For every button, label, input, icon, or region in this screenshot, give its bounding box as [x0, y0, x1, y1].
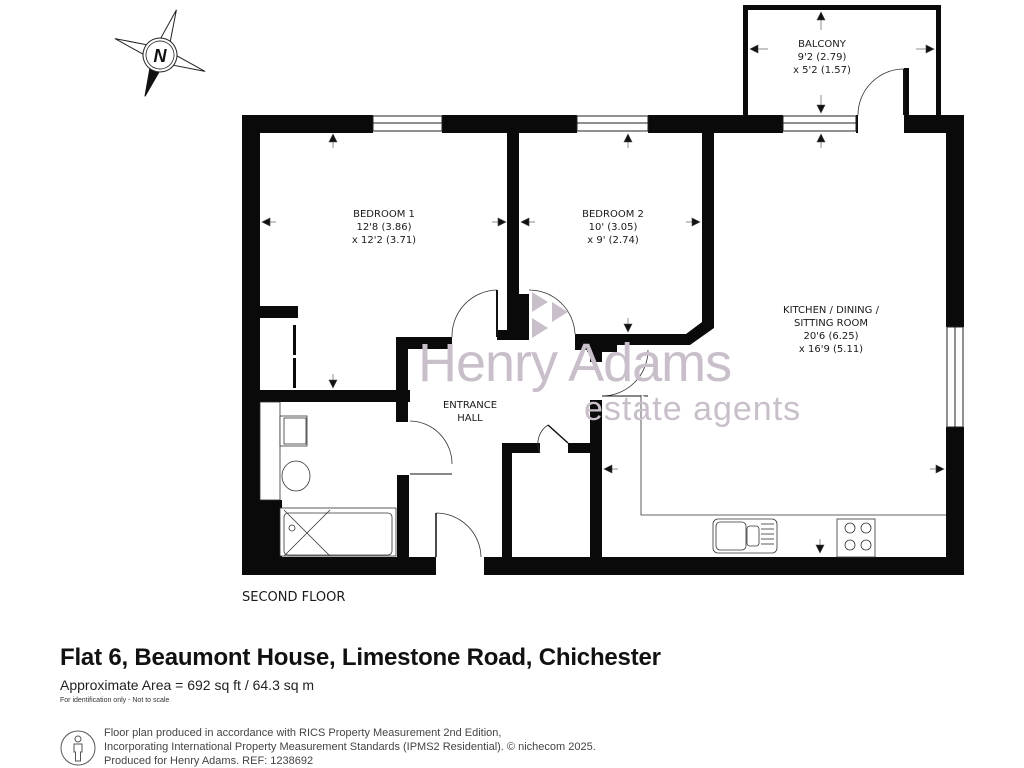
room-dim-2: x 9' (2.74)	[587, 235, 639, 246]
room-name-line-1: KITCHEN / DINING /	[783, 305, 879, 316]
compass-rose-icon	[114, 9, 206, 97]
bathroom-fixtures	[259, 401, 397, 557]
room-label-bedroom-1: BEDROOM 1 12'8 (3.86) x 12'2 (3.71)	[334, 208, 434, 247]
property-title: Flat 6, Beaumont House, Limestone Road, …	[60, 644, 661, 671]
room-label-entrance-hall: ENTRANCE HALL	[432, 399, 508, 425]
outer-walls	[242, 115, 964, 575]
room-name-line-2: HALL	[457, 413, 483, 424]
room-label-balcony: BALCONY 9'2 (2.79) x 5'2 (1.57)	[778, 38, 866, 77]
footer-line-1: Floor plan produced in accordance with R…	[104, 727, 502, 739]
footer-line-3: Produced for Henry Adams. REF: 1238692	[104, 755, 314, 767]
room-label-kitchen: KITCHEN / DINING / SITTING ROOM 20'6 (6.…	[766, 304, 896, 356]
room-name: BEDROOM 1	[353, 209, 415, 220]
floor-label: SECOND FLOOR	[242, 590, 346, 605]
dimension-arrows	[261, 11, 945, 554]
balcony-walls	[743, 5, 941, 118]
disclaimer: For identification only - Not to scale	[60, 697, 170, 704]
room-dim-2: x 5'2 (1.57)	[793, 65, 851, 76]
kitchen-fixtures	[640, 395, 946, 558]
room-name-line-2: SITTING ROOM	[793, 318, 868, 329]
room-dim-2: x 12'2 (3.71)	[351, 235, 417, 246]
person-icon	[60, 730, 96, 766]
windows	[372, 115, 964, 428]
footer: Floor plan produced in accordance with R…	[104, 726, 596, 768]
room-dim-1: 10' (3.05)	[588, 222, 638, 233]
doors	[409, 68, 905, 558]
footer-line-2: Incorporating International Property Mea…	[104, 741, 596, 753]
property-area: Approximate Area = 692 sq ft / 64.3 sq m	[60, 677, 315, 693]
room-name-line-1: ENTRANCE	[442, 400, 498, 411]
room-label-bedroom-2: BEDROOM 2 10' (3.05) x 9' (2.74)	[563, 208, 663, 247]
room-dim-2: x 16'9 (5.11)	[798, 344, 864, 355]
room-dim-1: 20'6 (6.25)	[803, 331, 859, 342]
room-name: BALCONY	[798, 39, 846, 50]
watermark-logo-icon	[532, 292, 568, 338]
room-name: BEDROOM 2	[582, 209, 644, 220]
room-dim-1: 12'8 (3.86)	[356, 222, 412, 233]
interior-walls	[260, 115, 714, 557]
compass-n-label: N	[154, 46, 168, 66]
room-dim-1: 9'2 (2.79)	[797, 52, 847, 63]
